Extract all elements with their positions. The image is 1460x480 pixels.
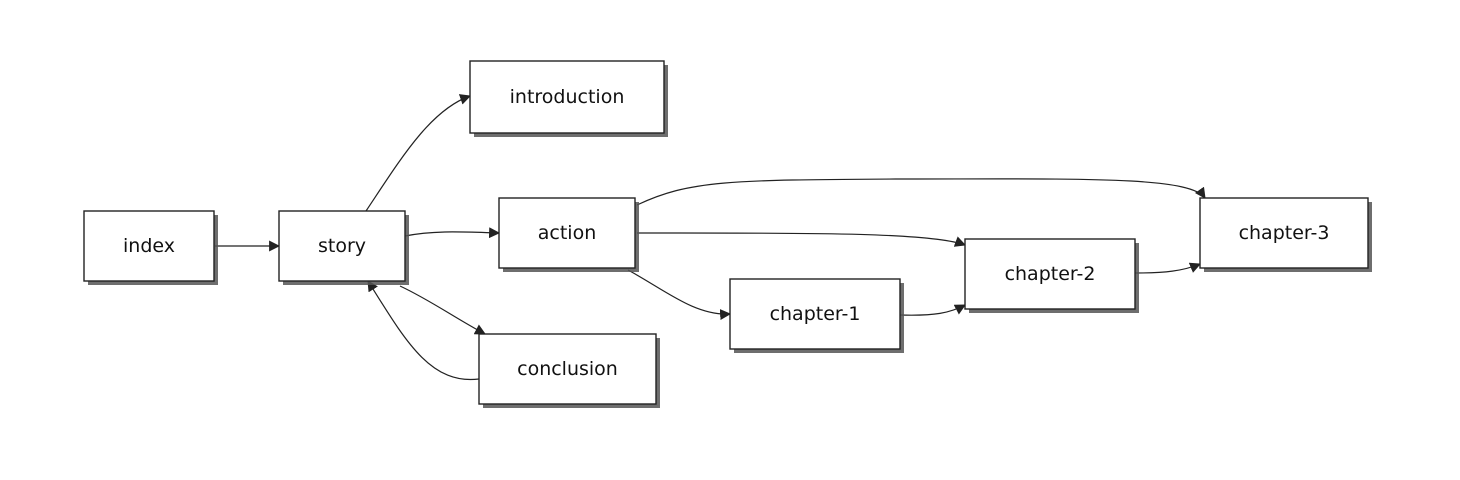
node-box: [498, 197, 636, 269]
node-label: conclusion: [517, 358, 618, 380]
edge-action-to-chapter-1: [627, 269, 732, 321]
node-box: [83, 210, 215, 282]
node-label: chapter-1: [770, 303, 861, 325]
edge-chapter-2-to-chapter-3: [1134, 262, 1202, 274]
node-label: index: [123, 235, 175, 257]
nodes-layer: index story introduction action conclusion ch…: [83, 60, 1372, 408]
node-label: introduction: [510, 86, 625, 108]
edge-conclusion-to-story: [367, 280, 480, 381]
node-label: action: [538, 222, 596, 244]
node-box: [478, 333, 657, 405]
node-action: action: [498, 197, 639, 272]
node-box: [278, 210, 406, 282]
node-chapter-1: chapter-1: [729, 278, 904, 353]
node-label: chapter-2: [1005, 263, 1096, 285]
edge-story-to-action: [404, 227, 501, 239]
node-box: [964, 238, 1136, 310]
node-story: story: [278, 210, 409, 285]
edge-action-to-chapter-2: [636, 232, 967, 247]
node-box: [469, 60, 665, 134]
node-label: chapter-3: [1239, 222, 1330, 244]
edge-story-to-conclusion: [399, 285, 486, 335]
node-chapter-2: chapter-2: [964, 238, 1139, 313]
edge-chapter-1-to-chapter-2: [899, 304, 966, 316]
node-box: [729, 278, 901, 350]
edge-story-to-introduction: [365, 94, 472, 212]
node-index: index: [83, 210, 218, 285]
edges-layer: [215, 94, 1206, 381]
node-label: story: [318, 235, 366, 257]
node-introduction: introduction: [469, 60, 668, 137]
node-box: [1199, 197, 1369, 269]
node-conclusion: conclusion: [478, 333, 660, 408]
node-chapter-3: chapter-3: [1199, 197, 1372, 272]
edge-action-to-chapter-3: [636, 178, 1206, 206]
